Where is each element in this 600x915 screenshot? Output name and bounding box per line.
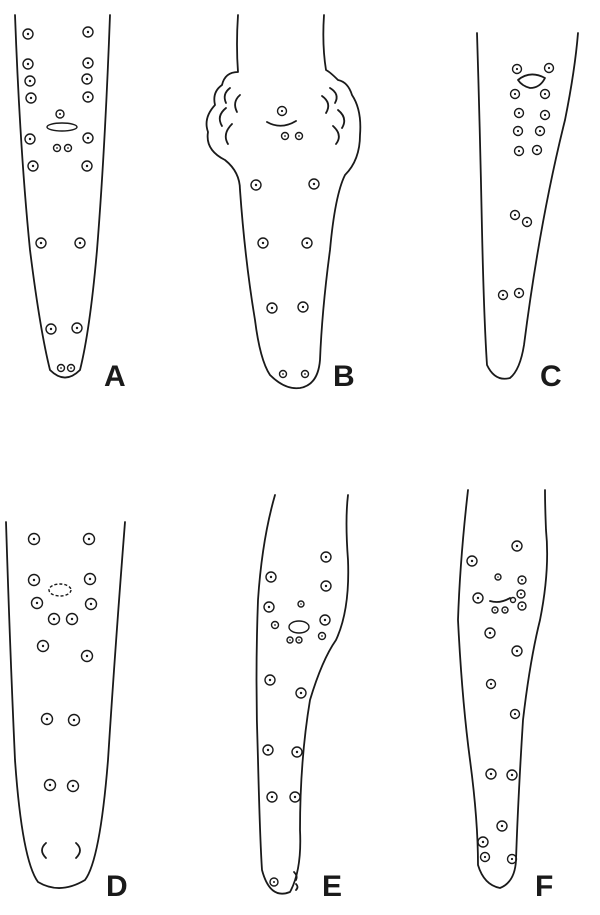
panel-f-drawing	[457, 489, 549, 889]
panel-label-b: B	[333, 360, 355, 393]
panel-a-outline	[14, 14, 111, 379]
panel-label-d: D	[106, 870, 128, 903]
panel-d-outline	[5, 521, 126, 889]
panel-label-e: E	[322, 870, 343, 903]
panel-e-drawing	[255, 494, 350, 895]
panel-b-outline	[205, 14, 362, 390]
panel-f-outline	[457, 489, 549, 889]
panel-c-drawing	[476, 32, 579, 380]
panel-e-outline	[255, 494, 350, 895]
panel-d-drawing	[5, 521, 126, 889]
panel-c-pores	[497, 62, 555, 301]
panel-label-a: A	[104, 360, 126, 393]
panel-label-c: C	[540, 360, 562, 393]
panel-e-pores	[262, 551, 332, 891]
panel-b-lateral-folds	[218, 87, 346, 145]
panel-a-drawing	[14, 14, 111, 379]
panel-f-pores	[466, 540, 527, 865]
panel-c-outline	[476, 32, 579, 380]
panel-b-drawing	[205, 14, 362, 390]
panel-d-pores	[27, 532, 98, 859]
panel-a-pores	[22, 26, 94, 373]
panel-b-pores	[250, 105, 320, 379]
panel-label-f: F	[535, 870, 554, 903]
